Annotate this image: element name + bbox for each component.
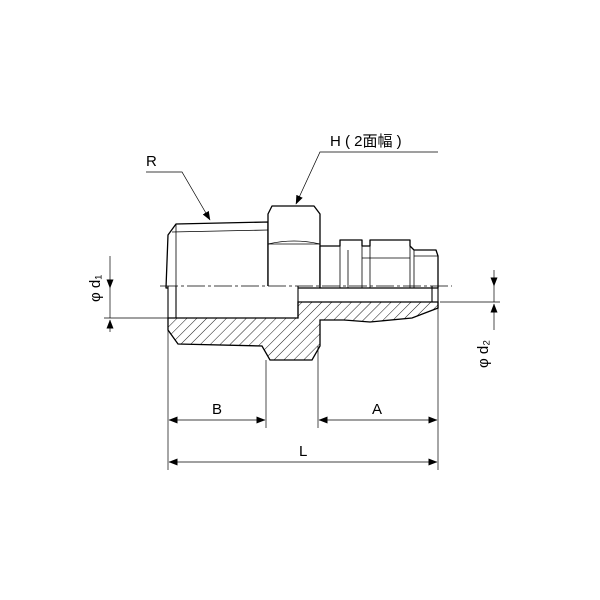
thread-label: R	[146, 153, 157, 170]
d1-dimension	[104, 256, 170, 332]
a-label: A	[372, 401, 382, 418]
hex-nut	[267, 205, 321, 289]
d2-dimension	[440, 270, 500, 330]
hex-leader	[295, 151, 438, 205]
bore	[168, 286, 298, 318]
thread-leader	[146, 171, 211, 221]
external-view-upper-half	[165, 205, 439, 289]
section-view-lower-half	[167, 286, 439, 361]
hex-label: H ( 2面幅 )	[330, 133, 402, 150]
b-label: B	[212, 401, 222, 418]
extension-lines	[167, 308, 439, 470]
l-label: L	[299, 443, 307, 460]
d2-label: φ d₂	[475, 340, 492, 368]
d1-label: φ d₁	[87, 275, 104, 302]
plug-nipple	[319, 239, 439, 289]
